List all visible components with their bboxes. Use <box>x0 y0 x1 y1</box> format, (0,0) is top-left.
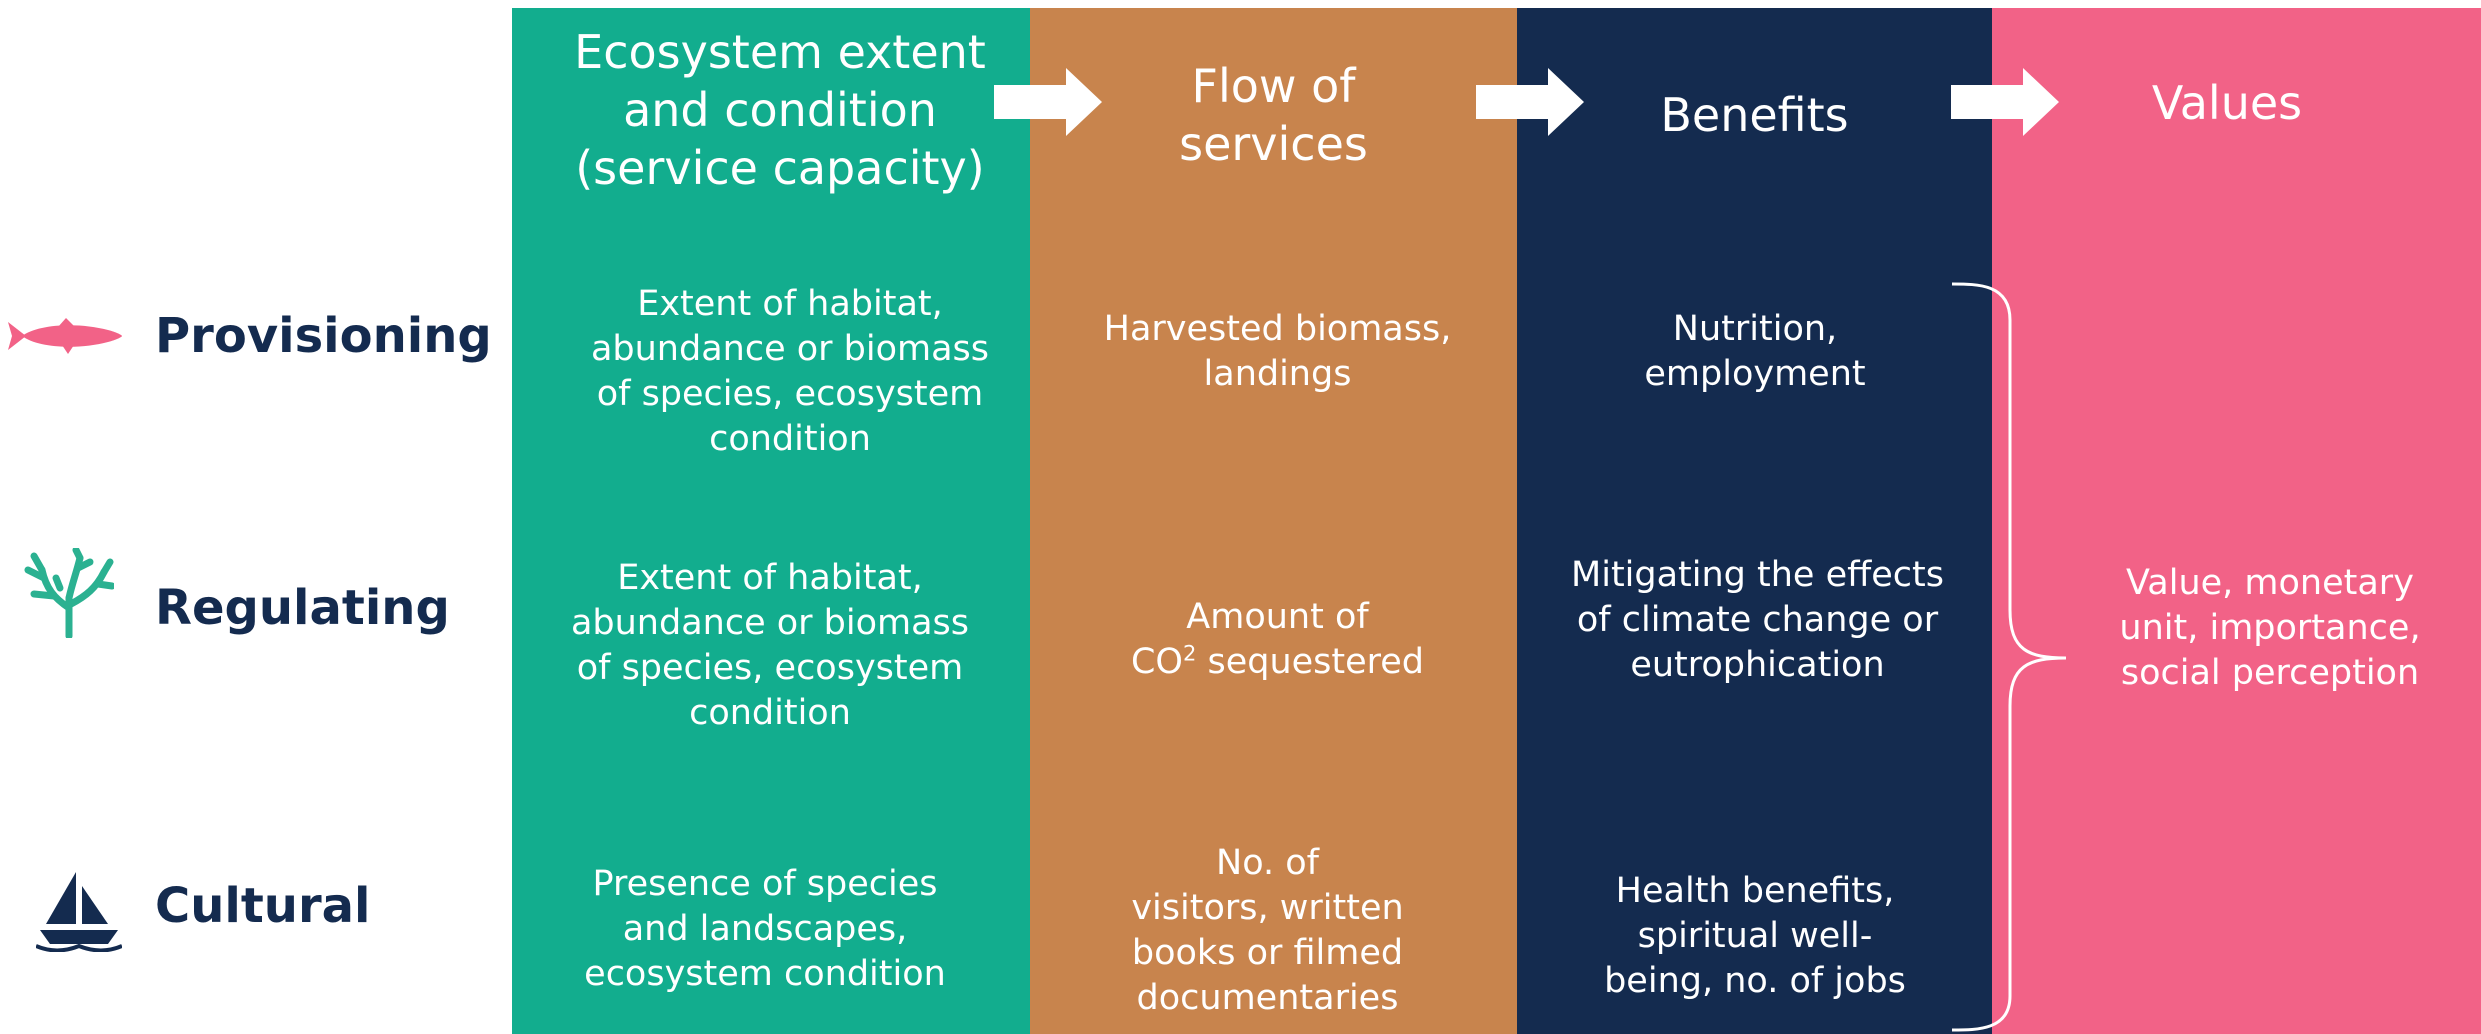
cell-regulating-extent: Extent of habitat, abundance or biomass … <box>570 558 970 733</box>
row-label-provisioning: Provisioning <box>155 308 492 364</box>
co-text: CO <box>1130 642 1183 682</box>
curly-brace <box>1951 282 2067 1032</box>
cell-cultural-benefits: Health benefits, spiritual well- being, … <box>1604 871 1906 1001</box>
header-benefits: Benefits <box>1660 88 1849 142</box>
cell-cultural-flow: No. of visitors, written books or filmed… <box>1131 843 1404 1018</box>
arrow-right-icon <box>994 68 1102 136</box>
co2-subscript: 2 <box>1182 641 1197 666</box>
column-extent-condition <box>512 8 1030 1034</box>
column-flow-of-services <box>1030 8 1517 1034</box>
flow-line-co2: CO2 sequestered <box>1131 640 1424 685</box>
sailboat-icon <box>36 872 122 952</box>
flow-line-amount: Amount of <box>1186 597 1369 637</box>
cell-provisioning-flow: Harvested biomass, landings <box>1103 309 1452 394</box>
fish-icon <box>8 318 122 354</box>
cell-regulating-flow: Amount of CO2 sequestered <box>1050 590 1505 690</box>
cell-provisioning-extent: Extent of habitat, abundance or biomass … <box>590 284 990 459</box>
values-description: Value, monetary unit, importance, social… <box>2119 563 2421 693</box>
header-values: Values <box>2151 76 2303 130</box>
row-label-regulating: Regulating <box>155 580 450 636</box>
column-benefits <box>1517 8 1992 1034</box>
row-label-cultural: Cultural <box>155 878 371 934</box>
header-flow-of-services: Flow of services <box>1179 59 1368 171</box>
cell-regulating-benefits: Mitigating the effects of climate change… <box>1571 555 1944 685</box>
cell-provisioning-benefits: Nutrition, employment <box>1644 309 1866 394</box>
column-values <box>1992 8 2481 1034</box>
cell-cultural-extent: Presence of species and landscapes, ecos… <box>584 864 946 994</box>
coral-icon <box>24 548 114 638</box>
arrow-right-icon <box>1951 68 2059 136</box>
sequestered-text: sequestered <box>1196 642 1425 682</box>
header-extent-condition: Ecosystem extent and condition (service … <box>574 25 986 195</box>
arrow-right-icon <box>1476 68 1584 136</box>
